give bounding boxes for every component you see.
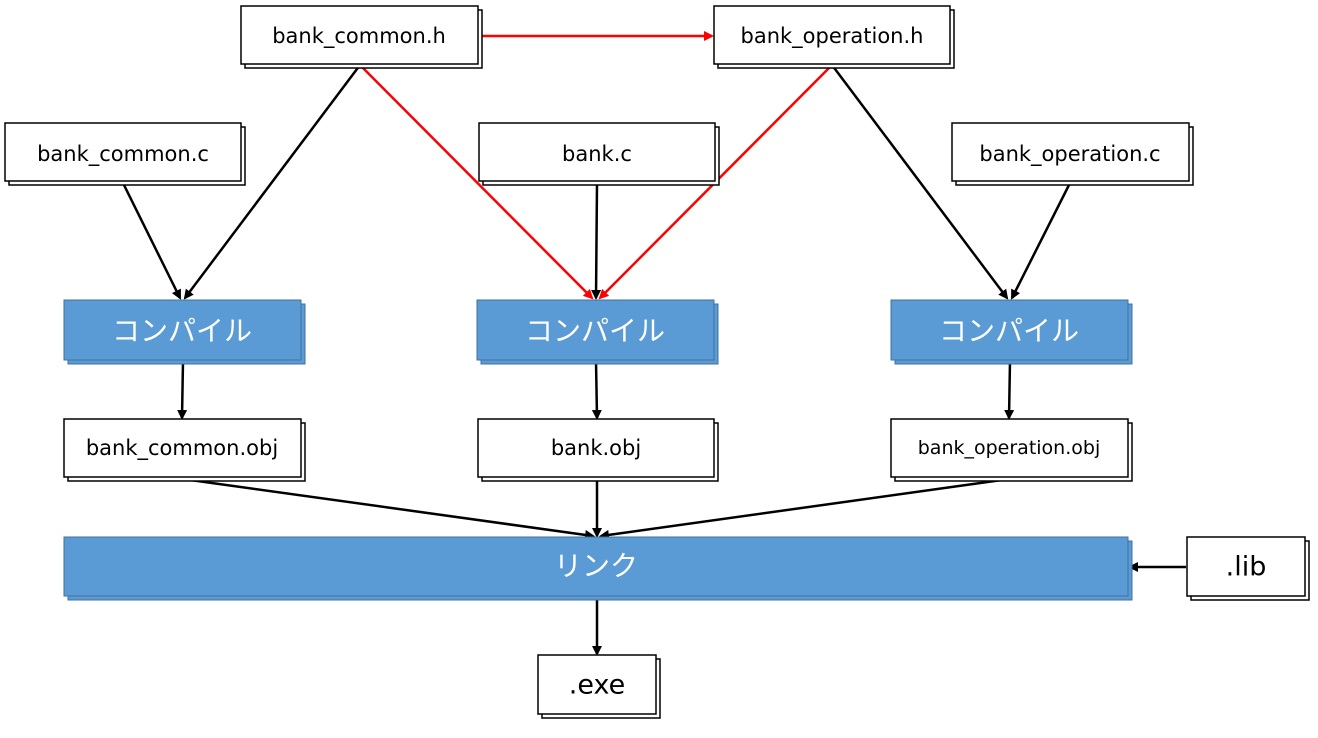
output-label-exe: .exe xyxy=(569,670,625,701)
compile-box-right: コンパイル xyxy=(890,299,1133,365)
compile-box-left: コンパイル xyxy=(63,299,306,365)
header-box-bank-common-h: bank_common.h xyxy=(240,5,483,69)
arrow-compile-left-to-common-obj xyxy=(177,360,188,420)
library-label-lib: .lib xyxy=(1226,552,1267,583)
arrow-common-h-to-compile-left xyxy=(183,64,361,300)
object-box-bank-common-obj: bank_common.obj xyxy=(63,418,306,482)
arrow-operation-h-to-compile-right xyxy=(831,64,1009,300)
header-label-bank-operation-h: bank_operation.h xyxy=(741,24,924,49)
library-box-lib: .lib xyxy=(1186,536,1310,601)
compile-label-left: コンパイル xyxy=(112,315,252,348)
source-label-bank-operation-c: bank_operation.c xyxy=(979,142,1160,167)
arrow-compile-right-to-operation-obj xyxy=(1004,360,1015,420)
source-label-bank-common-c: bank_common.c xyxy=(37,142,209,167)
output-box-exe: .exe xyxy=(537,654,661,719)
arrow-compile-center-to-bank-obj xyxy=(591,360,602,420)
source-box-bank-operation-c: bank_operation.c xyxy=(951,122,1194,186)
object-label-bank-operation-obj: bank_operation.obj xyxy=(918,437,1100,459)
source-label-bank-c: bank.c xyxy=(562,142,632,166)
source-box-bank-common-c: bank_common.c xyxy=(4,122,246,186)
header-label-bank-common-h: bank_common.h xyxy=(272,24,446,49)
source-box-bank-c: bank.c xyxy=(478,122,720,186)
object-label-bank-common-obj: bank_common.obj xyxy=(86,436,278,461)
arrow-operation-c-to-compile-right xyxy=(1010,182,1072,300)
arrow-common-h-to-compile-center xyxy=(359,64,594,300)
arrow-common-c-to-compile-left xyxy=(121,182,182,300)
arrow-bank-c-to-compile-center xyxy=(591,182,602,300)
arrow-common-obj-to-link xyxy=(182,477,595,540)
object-box-bank-obj: bank.obj xyxy=(477,418,719,482)
header-box-bank-operation-h: bank_operation.h xyxy=(713,5,955,69)
object-label-bank-obj: bank.obj xyxy=(551,436,641,460)
arrow-operation-obj-to-link xyxy=(599,477,1010,540)
object-box-bank-operation-obj: bank_operation.obj xyxy=(890,418,1133,482)
compile-label-center: コンパイル xyxy=(525,315,665,348)
compile-label-right: コンパイル xyxy=(939,315,1079,348)
link-label: リンク xyxy=(554,550,638,583)
compile-box-center: コンパイル xyxy=(476,299,719,365)
link-box: リンク xyxy=(63,536,1133,601)
